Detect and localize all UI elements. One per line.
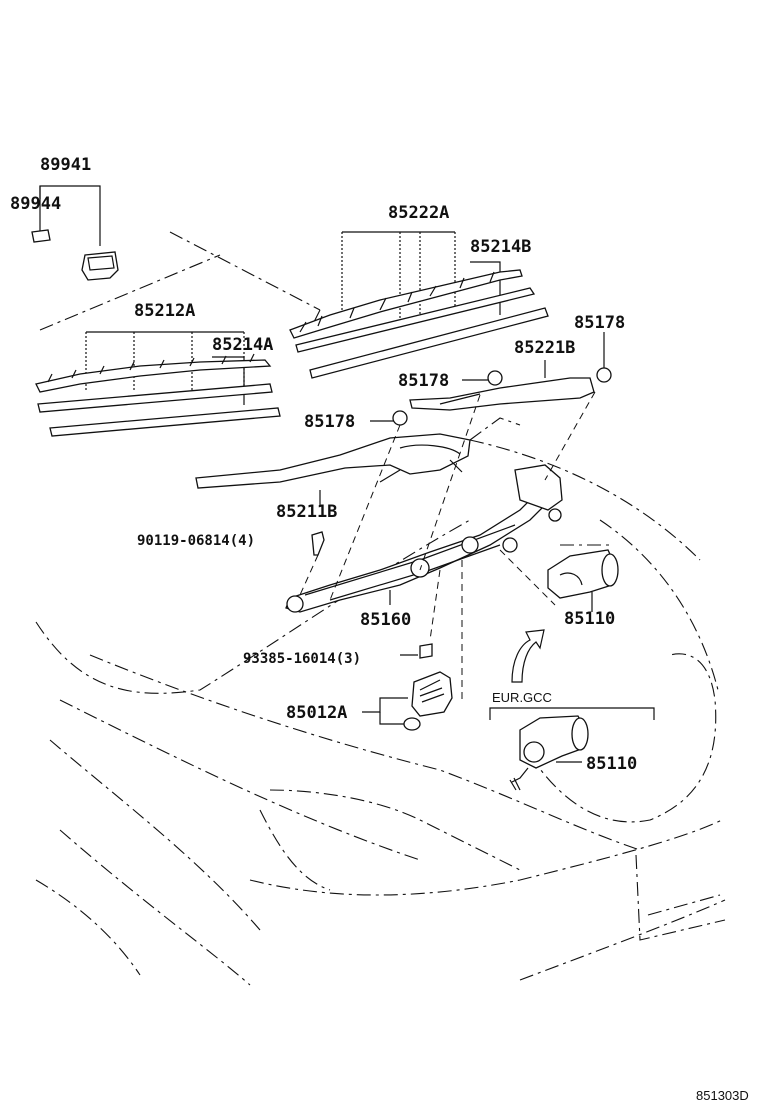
part-89941-group: 89941 89944: [10, 155, 119, 281]
direction-arrow: [511, 629, 545, 683]
label-85214A: 85214A: [212, 335, 273, 355]
label-89941: 89941: [40, 155, 91, 175]
label-85178-left: 85178: [304, 412, 355, 432]
label-85212A: 85212A: [134, 301, 195, 321]
blade-insert-right: [309, 307, 549, 379]
vehicle-body-outline: [35, 231, 726, 986]
label-93385: 93385-16014(3): [243, 651, 361, 667]
sticker-89944: [31, 229, 51, 243]
label-89944: 89944: [10, 194, 61, 214]
blade-insert-left: [49, 407, 281, 437]
label-eur-gcc: EUR.GCC: [492, 690, 552, 705]
wiper-blade-left: [35, 359, 272, 393]
blade-rubber-85214A: [37, 383, 273, 413]
blade-85212A-group: 85212A 85214A: [35, 301, 281, 437]
label-85160: 85160: [360, 610, 411, 630]
wiper-blade-right: [289, 269, 523, 339]
arm-85221B-group: 85178 85221B 85178: [398, 313, 625, 411]
label-85222A: 85222A: [388, 203, 449, 223]
nut-85178-mid: [487, 370, 503, 386]
nut-85178-top: [596, 367, 612, 383]
wiper-arm-left: [195, 433, 471, 489]
bracket-85012A: [411, 671, 453, 717]
diagram-code: 851303D: [696, 1088, 749, 1103]
blade-85222A-group: 85222A 85214B: [289, 203, 549, 379]
label-85012A: 85012A: [286, 703, 347, 723]
screw-93385: [419, 643, 433, 659]
wiper-linkage: [285, 479, 561, 613]
nut-85178-left: [392, 410, 408, 426]
label-85214B: 85214B: [470, 237, 531, 257]
linkage-85160-group: 90119-06814(4) 85160: [137, 391, 596, 700]
label-90119: 90119-06814(4): [137, 533, 255, 549]
arm-85211B-group: 85178 85211B: [195, 410, 471, 522]
label-85110-a: 85110: [564, 609, 615, 629]
label-85110-b: 85110: [586, 754, 637, 774]
region-variant-group: EUR.GCC 85110: [489, 690, 655, 791]
bolt-90119: [311, 531, 325, 556]
cover-89941: [81, 251, 119, 281]
label-85178-mid: 85178: [398, 371, 449, 391]
label-85178-top: 85178: [574, 313, 625, 333]
label-85221B: 85221B: [514, 338, 575, 358]
motor-85110-upper: 85110: [547, 549, 619, 629]
bracket-85012A-group: 93385-16014(3) 85012A: [243, 643, 453, 731]
wiper-arm-right: [409, 377, 595, 411]
label-85211B: 85211B: [276, 502, 337, 522]
blade-rubber-85214B: [295, 287, 536, 353]
